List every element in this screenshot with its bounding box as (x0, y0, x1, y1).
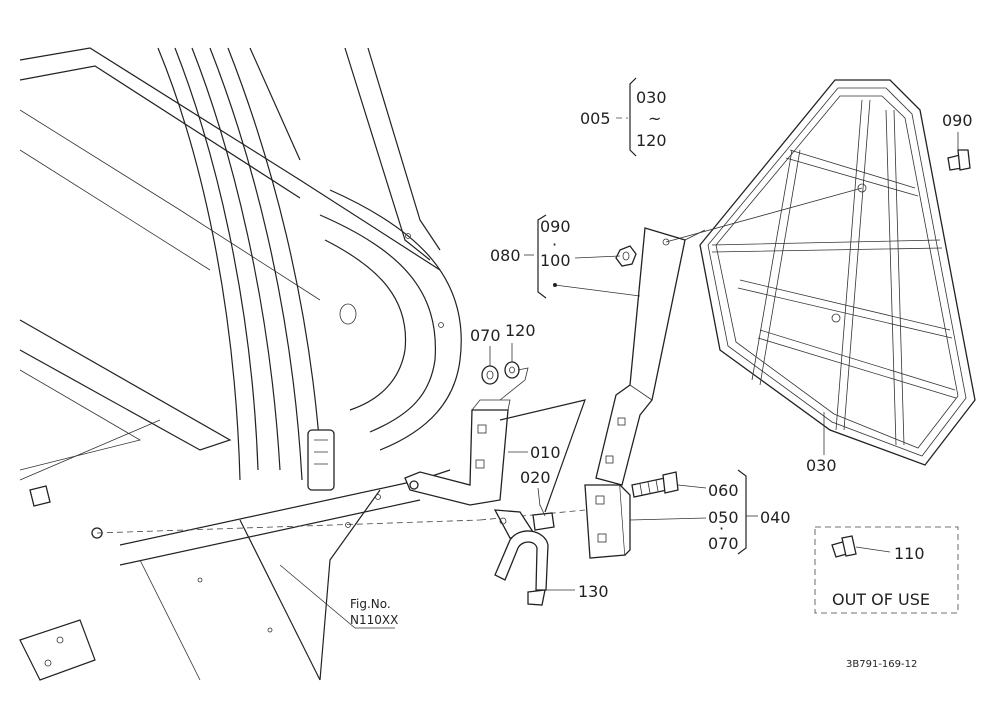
label-dot-090-100: · (552, 235, 557, 254)
label-030-range-start: 030 (636, 88, 667, 107)
nut-070 (481, 365, 499, 385)
label-tilde: ~ (648, 109, 661, 128)
washer-120 (504, 361, 520, 379)
label-130: 130 (578, 582, 609, 601)
label-120-range-end: 120 (636, 131, 667, 150)
label-100: 100 (540, 251, 571, 270)
screw-090 (947, 149, 971, 171)
label-050: 050 (708, 508, 739, 527)
bolt-020 (532, 504, 555, 531)
label-070-nut: 070 (470, 326, 501, 345)
out-of-use-box (814, 526, 959, 614)
bolt-060 (631, 471, 679, 498)
label-090-group: 090 (540, 217, 571, 236)
label-080: 080 (490, 246, 521, 265)
u-bolt-130 (494, 530, 549, 606)
cab-frame (19, 47, 586, 681)
label-drawing-code: 3B791-169-12 (846, 659, 917, 670)
labels: 005 030 ~ 120 090 080 090 · 100 070 120 … (350, 88, 973, 670)
label-090-screw: 090 (942, 111, 973, 130)
label-out-of-use: OUT OF USE (832, 590, 930, 609)
label-dot-050-070: · (719, 519, 724, 538)
label-030-frame: 030 (806, 456, 837, 475)
nut-090 (615, 245, 637, 267)
bracket-010 (404, 399, 511, 506)
label-040: 040 (760, 508, 791, 527)
clamp-040 (584, 484, 631, 559)
arm-080 (595, 227, 686, 486)
guard-frame-030 (665, 79, 976, 466)
label-010: 010 (530, 443, 561, 462)
label-fig-no: Fig.No. (350, 597, 391, 611)
label-070-group: 070 (708, 534, 739, 553)
label-fig-ref: N110XX (350, 613, 398, 627)
label-120-washer: 120 (505, 321, 536, 340)
label-020: 020 (520, 468, 551, 487)
label-060: 060 (708, 481, 739, 500)
label-005: 005 (580, 109, 611, 128)
label-110: 110 (894, 544, 925, 563)
leader-lines (279, 77, 959, 629)
